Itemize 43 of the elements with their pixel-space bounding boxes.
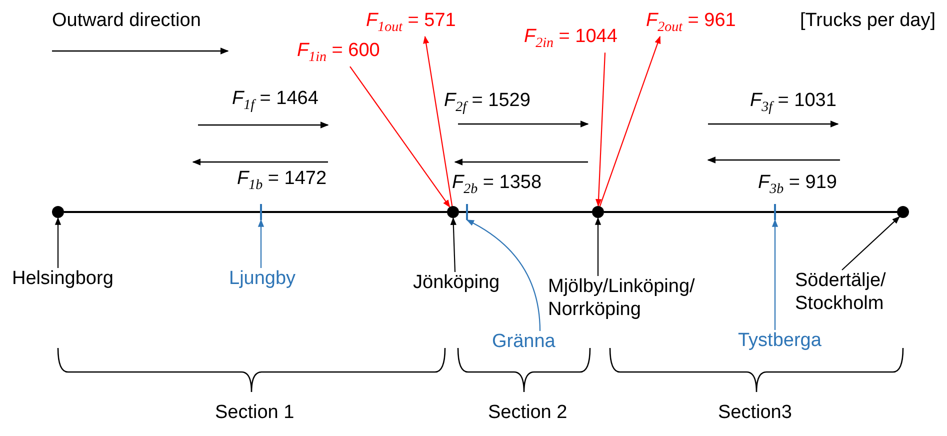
road-line [604, 211, 897, 213]
city-label: Mjölby/Linköping/ Norrköping [548, 276, 738, 322]
direction-caption: Outward direction [52, 10, 201, 33]
flow-label: F$_{2f}$ = 1529 [444, 90, 530, 117]
flow-label: F$_{2out}$ = 961 [646, 10, 736, 37]
tick-mark [260, 204, 262, 220]
city-label: Gränna [492, 331, 556, 354]
flow-label: F$_{3f}$ = 1031 [750, 90, 836, 117]
arrow [466, 220, 541, 332]
tick-mark [774, 204, 776, 220]
city-label: Helsingborg [12, 268, 114, 291]
city-label: Ljungby [229, 268, 296, 291]
arrow [258, 219, 264, 268]
arrow [772, 219, 778, 330]
junction-dot [447, 206, 459, 218]
flow-label: F$_{2in}$ = 1044 [524, 26, 618, 53]
city-label: Jönköping [413, 272, 500, 295]
road-line [64, 211, 447, 213]
flow-label: F$_{1in}$ = 600 [297, 40, 380, 67]
arrow [599, 36, 661, 206]
tick-mark [466, 204, 468, 220]
section-label: Section3 [718, 402, 792, 425]
arrow [595, 52, 606, 207]
arrow [594, 217, 602, 276]
city-label: Tystberga [738, 330, 822, 353]
arrow [450, 217, 456, 272]
arrow [842, 216, 900, 270]
junction-dot [897, 206, 909, 218]
junction-dot [52, 206, 64, 218]
section-label: Section 2 [488, 402, 568, 425]
arrow [350, 66, 450, 208]
section-label: Section 1 [215, 402, 294, 425]
flow-label: F$_{1out}$ = 571 [366, 10, 456, 37]
flow-label: F$_{1b}$ = 1472 [237, 168, 327, 195]
flow-label: F$_{3b}$ = 919 [758, 172, 837, 199]
flow-label: F$_{2b}$ = 1358 [452, 172, 542, 199]
flow-label: F$_{1f}$ = 1464 [232, 88, 318, 115]
unit-note: [Trucks per day] [800, 10, 936, 33]
arrow [423, 36, 453, 206]
city-label: Södertälje/ Stockholm [795, 270, 915, 316]
road-line [459, 211, 592, 213]
arrow [54, 217, 62, 268]
junction-dot [592, 206, 604, 218]
